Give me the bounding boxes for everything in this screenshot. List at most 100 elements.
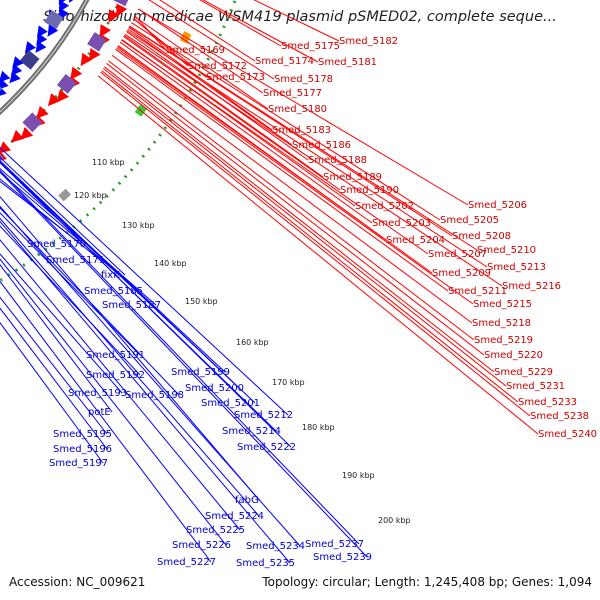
gene-label-forward: Smed_5172: [188, 61, 247, 72]
forward-gene-arrow: [11, 129, 25, 143]
forward-block: [87, 32, 107, 52]
leader-line: [0, 160, 256, 404]
leader-line: [101, 70, 519, 403]
tick-label: 190 kbp: [342, 471, 375, 480]
leader-line: [0, 171, 368, 558]
gene-label-reverse: Smed_5197: [49, 458, 108, 469]
leader-line: [129, 25, 478, 251]
gene-label-reverse: Smed_5239: [313, 552, 372, 563]
leader-line: [115, 49, 449, 292]
gene-label-forward: Smed_5238: [530, 411, 589, 422]
forward-gene-arrow: [88, 47, 101, 62]
leader-line: [0, 171, 139, 292]
reverse-gene-arrow: [35, 40, 47, 53]
forward-block: [22, 112, 43, 133]
gene-label-reverse: Smed_5235: [236, 558, 295, 569]
gene-label-forward: Smed_5182: [339, 36, 398, 47]
gene-label-forward: Smed_5208: [452, 231, 511, 242]
leader-line: [138, 8, 469, 206]
leader-line: [148, 0, 275, 80]
leader-line: [0, 161, 292, 448]
reverse-gene-arrow: [69, 0, 74, 3]
gene-label-forward: Smed_5183: [272, 125, 331, 136]
leader-line: [0, 217, 260, 517]
feature-tracks: [0, 0, 192, 202]
leader-line: [126, 29, 488, 268]
leader-line: [100, 71, 531, 417]
forward-gene-arrow: [47, 93, 61, 107]
gene-label-reverse: Smed_5224: [205, 511, 264, 522]
leader-line: [134, 16, 269, 110]
leader-line: [0, 253, 123, 394]
gene-label-forward: Smed_5186: [292, 140, 351, 151]
leader-line: [97, 75, 539, 435]
leader-line: [0, 280, 212, 563]
leader-line: [108, 60, 475, 341]
gene-label-forward: Smed_5205: [440, 215, 499, 226]
reverse-block: [19, 49, 40, 70]
gene-label-forward: Smed_5175: [281, 41, 340, 52]
forward-gene-arrow: [99, 24, 111, 38]
leader-line: [0, 169, 360, 545]
forward-gene-arrow: [80, 52, 93, 67]
leader-line: [128, 25, 453, 237]
gene-label-forward: Smed_5202: [355, 201, 414, 212]
gene-label-reverse: Smed_5196: [53, 444, 112, 455]
gene-label-reverse: fabG: [235, 495, 259, 506]
leader-line: [0, 207, 180, 396]
gene-label-forward: Smed_5203: [372, 218, 431, 229]
leader-line: [124, 33, 503, 287]
leader-line: [199, 0, 282, 47]
leader-line: [0, 178, 101, 261]
gene-label-reverse: Smed_5201: [201, 398, 260, 409]
leader-line: [0, 156, 126, 276]
leader-line: [117, 46, 433, 274]
gene-label-forward: Smed_5209: [432, 268, 491, 279]
tick-label: 140 kbp: [154, 259, 187, 268]
leader-line: [0, 205, 301, 547]
tick-label: 180 kbp: [302, 423, 335, 432]
tick-label: 130 kbp: [122, 221, 155, 230]
forward-block: [112, 0, 132, 7]
gene-label-reverse: potE: [88, 407, 111, 418]
leader-line: [0, 258, 227, 546]
tick-label: 150 kbp: [185, 297, 218, 306]
gene-label-reverse: Smed_5226: [172, 540, 231, 551]
gene-label-forward: Smed_5233: [518, 397, 577, 408]
summary-text: Topology: circular; Length: 1,245,408 bp…: [262, 575, 592, 589]
gene-label-reverse: Smed_5191: [86, 350, 145, 361]
gene-label-forward: Smed_5190: [340, 185, 399, 196]
leader-line: [159, 0, 256, 62]
leader-line: [0, 239, 241, 531]
gene-label-reverse: Smed_5199: [171, 367, 230, 378]
leader-line: [123, 36, 341, 191]
reverse-gene-arrow: [0, 70, 11, 83]
forward-block: [56, 74, 77, 94]
leader-line: [0, 195, 260, 501]
gene-label-forward: Smed_5216: [502, 281, 561, 292]
gene-label-forward: Smed_5178: [274, 74, 333, 85]
gene-label-forward: Smed_5229: [494, 367, 553, 378]
gene-label-reverse: Smed_5237: [305, 539, 364, 550]
gene-label-forward: Smed_5215: [473, 299, 532, 310]
leader-line: [116, 47, 474, 305]
accession-text: Accession: NC_009621: [9, 575, 146, 589]
gene-label-forward: Smed_5204: [386, 235, 445, 246]
gene-label-forward: Smed_5206: [468, 200, 527, 211]
gene-labels: Smed_5169Smed_5172Smed_5173Smed_5175Smed…: [0, 0, 597, 569]
gene-label-forward: Smed_5231: [506, 381, 565, 392]
gene-label-forward: Smed_5174: [255, 56, 314, 67]
gene-label-reverse: Smed_5171: [46, 255, 105, 266]
gene-label-reverse: Smed_5170: [27, 239, 86, 250]
gene-label-forward: Smed_5211: [448, 286, 507, 297]
gene-label-forward: Smed_5218: [472, 318, 531, 329]
leader-line: [138, 8, 264, 94]
reverse-gene-arrow: [47, 24, 59, 37]
outer-marker-block: [58, 188, 72, 202]
leader-line: [123, 34, 324, 178]
gene-label-reverse: Smed_5200: [185, 383, 244, 394]
leader-line: [127, 28, 293, 146]
gene-label-reverse: Smed_5225: [186, 525, 245, 536]
